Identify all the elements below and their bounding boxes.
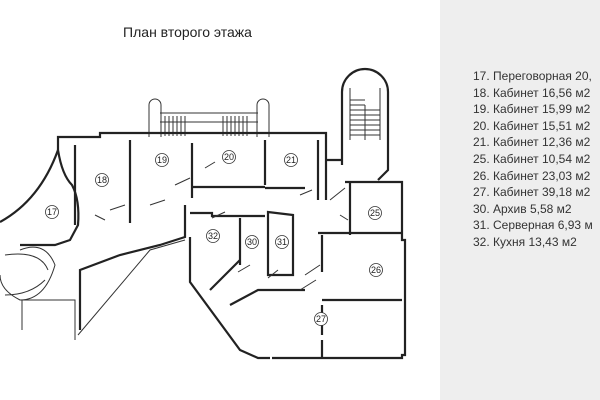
svg-text:27: 27 xyxy=(316,314,326,324)
legend-item: 30. Архив 5,58 м2 xyxy=(473,201,572,216)
floor-plan-area: План второго этажа xyxy=(0,24,407,360)
legend-item: 27. Кабинет 39,18 м2 xyxy=(473,185,591,200)
svg-text:18: 18 xyxy=(97,175,107,185)
legend-item: 31. Серверная 6,93 м xyxy=(473,218,593,233)
room-legend: 17. Переговорная 20, 18. Кабинет 16,56 м… xyxy=(473,68,593,251)
svg-text:32: 32 xyxy=(208,231,218,241)
svg-text:26: 26 xyxy=(371,265,381,275)
legend-item: 18. Кабинет 16,56 м2 xyxy=(473,85,591,100)
legend-item: 32. Кухня 13,43 м2 xyxy=(473,234,577,249)
legend-panel: 17. Переговорная 20, 18. Кабинет 16,56 м… xyxy=(440,0,600,400)
stair-tower xyxy=(340,67,390,181)
svg-text:17: 17 xyxy=(47,207,57,217)
room-label-19: 19 xyxy=(155,153,169,167)
floor-plan-drawing: 17 18 19 20 21 25 26 27 30 31 32 xyxy=(0,67,407,360)
room-label-17: 17 xyxy=(45,205,59,219)
svg-text:20: 20 xyxy=(224,152,234,162)
svg-text:21: 21 xyxy=(286,155,296,165)
room-label-20: 20 xyxy=(222,150,236,164)
room-label-31: 31 xyxy=(275,235,289,249)
room-label-18: 18 xyxy=(95,173,109,187)
room-label-25: 25 xyxy=(368,206,382,220)
room-label-27: 27 xyxy=(314,312,328,326)
room-label-21: 21 xyxy=(284,153,298,167)
room-label-30: 30 xyxy=(245,235,259,249)
svg-text:30: 30 xyxy=(247,237,257,247)
legend-item: 19. Кабинет 15,99 м2 xyxy=(473,102,591,117)
balcony xyxy=(148,98,270,137)
room-label-26: 26 xyxy=(369,263,383,277)
svg-text:19: 19 xyxy=(157,155,167,165)
legend-item: 17. Переговорная 20, xyxy=(473,69,592,83)
legend-item: 21. Кабинет 12,36 м2 xyxy=(473,135,591,150)
legend-item: 20. Кабинет 15,51 м2 xyxy=(473,118,591,133)
walls xyxy=(0,131,407,360)
legend-item: 25. Кабинет 10,54 м2 xyxy=(473,151,591,166)
svg-text:25: 25 xyxy=(370,208,380,218)
svg-text:31: 31 xyxy=(277,237,287,247)
plan-title: План второго этажа xyxy=(123,24,252,40)
room-label-32: 32 xyxy=(206,229,220,243)
legend-item: 26. Кабинет 23,03 м2 xyxy=(473,168,591,183)
